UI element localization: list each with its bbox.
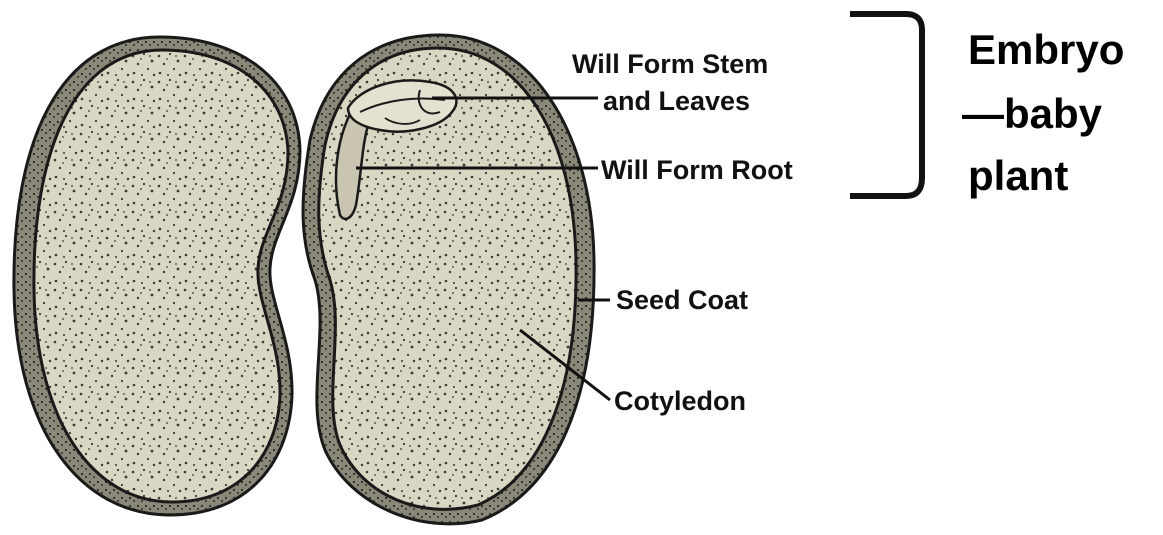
label-will-form-root: Will Form Root [601, 153, 793, 187]
label-will-form-stem: Will Form Stem [572, 47, 768, 81]
embryo-subtitle-plant: plant [968, 151, 1068, 201]
embryo-subtitle-baby: —baby [962, 89, 1102, 139]
label-cotyledon: Cotyledon [614, 384, 746, 418]
embryo-bracket [850, 14, 922, 196]
left-cotyledon-body [34, 50, 288, 502]
label-and-leaves: and Leaves [603, 84, 750, 118]
right-cotyledon-half [303, 35, 594, 524]
left-cotyledon-half [14, 37, 300, 515]
label-seed-coat: Seed Coat [616, 283, 748, 317]
embryo-title: Embryo [968, 25, 1124, 75]
